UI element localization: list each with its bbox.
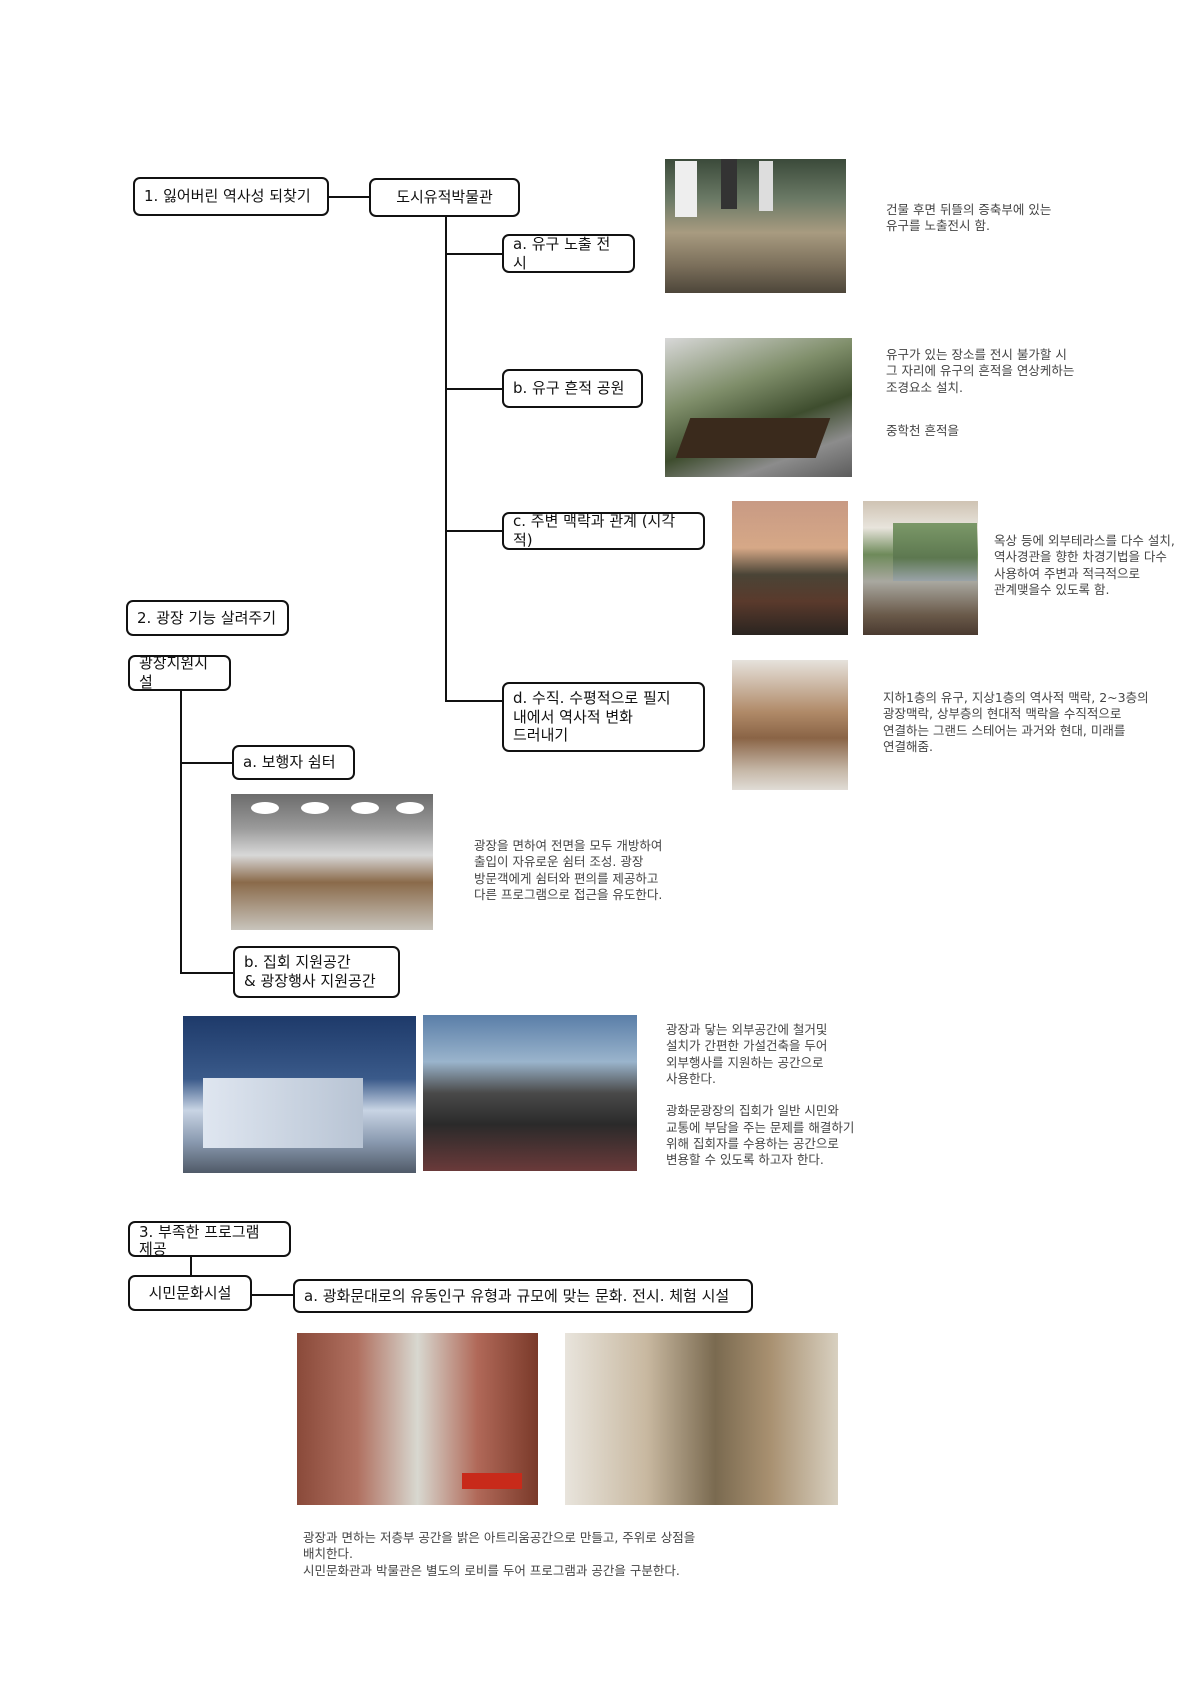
photo-grand-stair: [732, 660, 848, 790]
connector-line: [445, 530, 502, 532]
photo-trace-garden: [665, 338, 852, 477]
section1-title-box: 1. 잃어버린 역사성 되찾기: [133, 177, 329, 216]
photo-shelter: [231, 794, 433, 930]
description: 건물 후면 뒤뜰의 증축부에 있는 유구를 노출전시 함.: [886, 202, 1052, 234]
connector-line: [329, 196, 369, 198]
connector-line: [180, 972, 233, 974]
item-label: a. 광화문대로의 유동인구 유형과 규모에 맞는 문화. 전시. 체험 시설: [304, 1286, 730, 1305]
connector-line: [445, 388, 502, 390]
item-label: b. 집회 지원공간 & 광장행사 지원공간: [244, 953, 376, 990]
note: 중학천 흔적을: [886, 423, 959, 438]
section1-title: 1. 잃어버린 역사성 되찾기: [144, 187, 311, 206]
description: 광장과 면하는 저층부 공간을 밝은 아트리움공간으로 만들고, 주위로 상점을…: [303, 1530, 696, 1578]
item-label: c. 주변 맥락과 관계 (시각적): [513, 512, 676, 549]
connector-line: [445, 253, 502, 255]
item-label: d. 수직. 수평적으로 필지 내에서 역사적 변화 드러내기: [513, 688, 671, 745]
item-vertical-change: d. 수직. 수평적으로 필지 내에서 역사적 변화 드러내기: [502, 682, 705, 752]
item-label: b. 유구 흔적 공원: [513, 379, 625, 398]
item-label: a. 유구 노출 전시: [513, 234, 611, 272]
photo-terrace-view: [732, 501, 848, 635]
connector-line: [190, 1257, 192, 1275]
description: 옥상 등에 외부테라스를 다수 설치, 역사경관을 향한 차경기법을 다수 사용…: [994, 533, 1175, 597]
item-culture-exhibition: a. 광화문대로의 유동인구 유형과 규모에 맞는 문화. 전시. 체험 시설: [293, 1279, 753, 1313]
tree-line: [180, 691, 182, 973]
plaza-support-box: 광장지원시설: [128, 654, 231, 691]
section2-title-box: 2. 광장 기능 살려주기: [126, 600, 289, 636]
museum-box: 도시유적박물관: [369, 178, 520, 217]
item-exposed-display: a. 유구 노출 전시: [502, 234, 635, 273]
item-assembly-support: b. 집회 지원공간 & 광장행사 지원공간: [233, 946, 400, 998]
connector-line: [180, 762, 232, 764]
section2-title: 2. 광장 기능 살려주기: [137, 608, 277, 627]
plaza-support-label: 광장지원시설: [139, 654, 209, 691]
photo-atrium-street: [297, 1333, 538, 1505]
connector-line: [445, 700, 502, 702]
item-trace-park: b. 유구 흔적 공원: [502, 369, 643, 408]
description: 지하1층의 유구, 지상1층의 역사적 맥락, 2~3층의 광장맥락, 상부층의…: [883, 690, 1149, 754]
photo-excavation-site: [665, 159, 846, 293]
photo-crowd-tent: [423, 1015, 637, 1171]
section3-title-box: 3. 부족한 프로그램 제공: [128, 1221, 291, 1257]
connector-line: [252, 1294, 293, 1296]
photo-window-view: [863, 501, 978, 635]
civic-culture-label: 시민문화시설: [148, 1283, 232, 1302]
description: 유구가 있는 장소를 전시 불가할 시 그 자리에 유구의 흔적을 연상케하는 …: [886, 347, 1075, 395]
museum-label: 도시유적박물관: [396, 188, 493, 207]
description: 광장을 면하여 전면을 모두 개방하여 출입이 자유로운 쉼터 조성. 광장 방…: [474, 838, 663, 902]
item-label: a. 보행자 쉼터: [243, 753, 336, 772]
item-context-relation: c. 주변 맥락과 관계 (시각적): [502, 512, 705, 550]
section3-title: 3. 부족한 프로그램 제공: [139, 1223, 260, 1258]
tree-line: [445, 217, 447, 702]
photo-pavilion: [183, 1016, 416, 1173]
item-pedestrian-shelter: a. 보행자 쉼터: [232, 745, 355, 780]
civic-culture-box: 시민문화시설: [128, 1275, 252, 1311]
photo-library-atrium: [565, 1333, 838, 1505]
description: 광장과 닿는 외부공간에 철거및 설치가 간편한 가설건축을 두어 외부행사를 …: [666, 1022, 855, 1167]
